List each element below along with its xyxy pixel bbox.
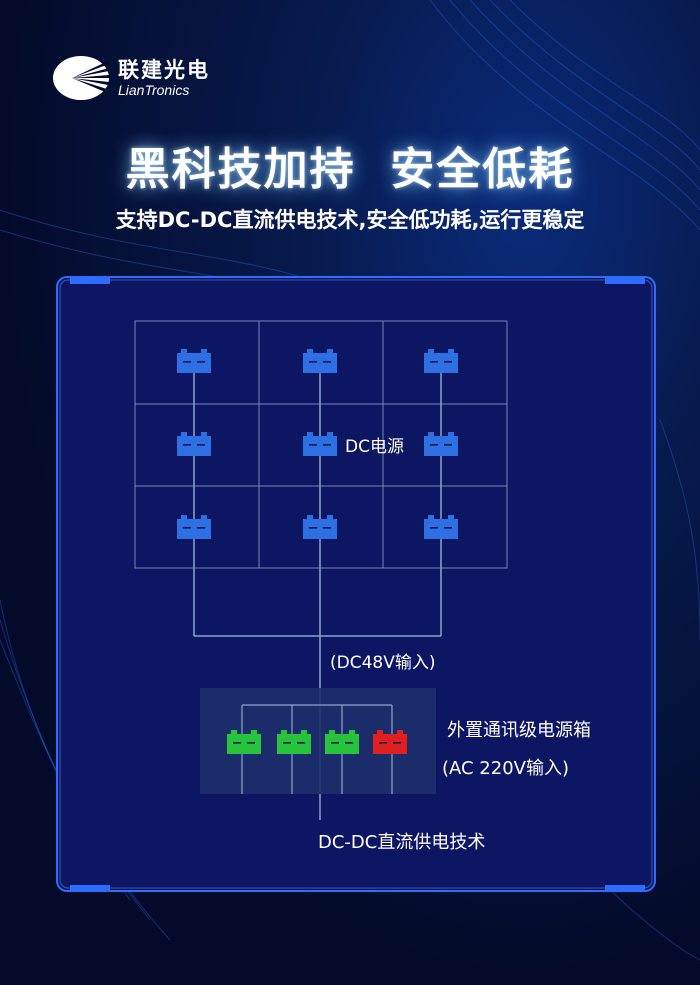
dc-input-label: (DC48V输入) [330,653,436,673]
dc-power-label: DC电源 [345,437,404,457]
subheadline: 支持DC-DC直流供电技术,安全低功耗,运行更稳定 [115,208,585,232]
dc-dc-tech-label: DC-DC直流供电技术 [318,832,486,853]
panel-frame [56,276,656,892]
cabinet-grid [134,320,508,569]
brand-name-en: LianTronics [118,81,190,98]
power-box-label: 外置通讯级电源箱 [447,720,591,741]
brand-logo: 联建光电 LianTronics [52,55,210,101]
liantronics-logo-icon [53,56,109,100]
brand-name-cn: 联建光电 [118,57,210,82]
ac-input-label: (AC 220V输入) [442,758,570,779]
headline: 黑科技加持 安全低耗 [125,144,575,195]
power-supply-box [200,688,436,794]
